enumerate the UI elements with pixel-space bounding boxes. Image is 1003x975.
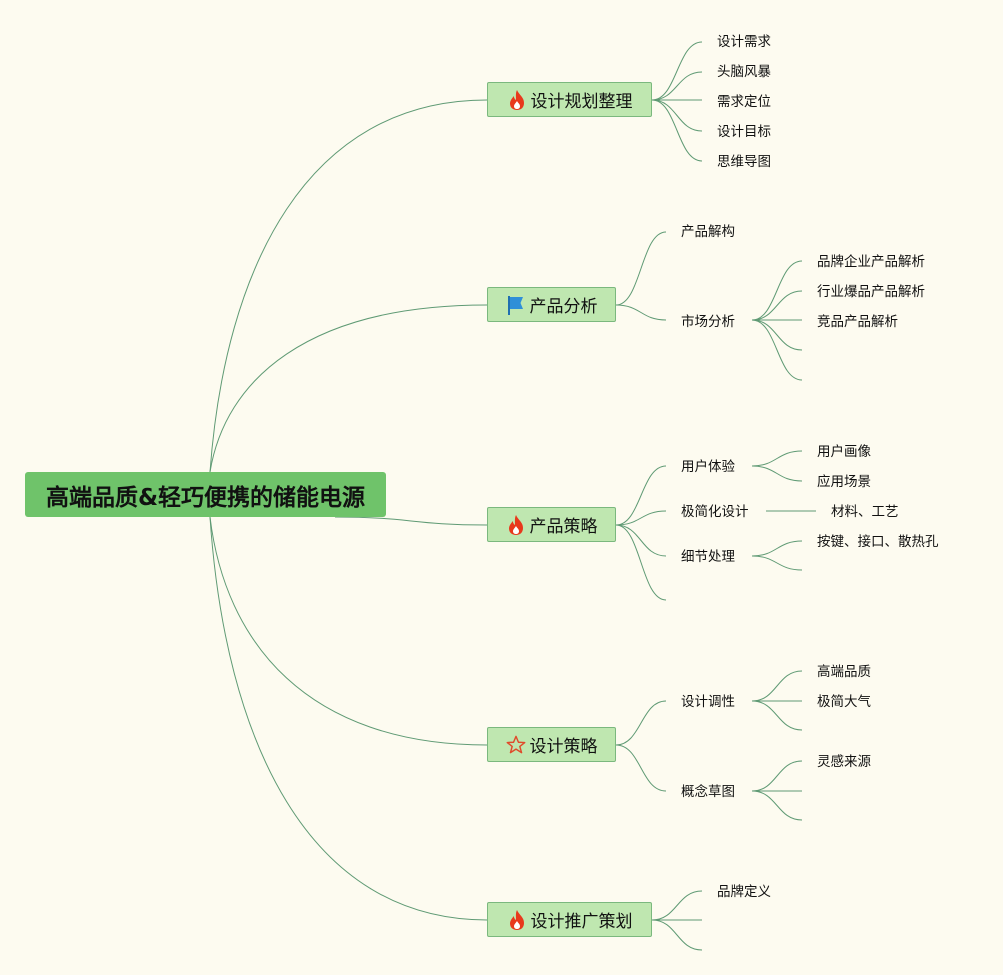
subtopic-user-experience[interactable]: 用户体验 — [681, 459, 735, 475]
connector-line — [751, 319, 803, 381]
connector-line — [615, 304, 667, 321]
connector-line — [615, 524, 667, 557]
connector-line — [751, 540, 803, 557]
connector-line — [209, 99, 488, 473]
leaf-item[interactable]: 应用场景 — [817, 474, 871, 490]
connector-line — [615, 510, 667, 526]
subtopic-product-deconstruct[interactable]: 产品解构 — [681, 224, 735, 240]
leaf-item[interactable]: 设计需求 — [717, 34, 771, 50]
star-icon — [506, 734, 526, 756]
subtopic-design-tone[interactable]: 设计调性 — [681, 694, 735, 710]
connector-line — [651, 919, 703, 951]
connector-line — [751, 760, 803, 792]
branch-product-analysis[interactable]: 产品分析 — [487, 287, 616, 322]
subtopic-detail-handling[interactable]: 细节处理 — [681, 549, 735, 565]
leaf-item[interactable]: 品牌定义 — [717, 884, 771, 900]
central-topic[interactable]: 高端品质&轻巧便携的储能电源 — [25, 472, 386, 517]
subtopic-minimal-design[interactable]: 极简化设计 — [681, 504, 749, 520]
connector-line — [651, 99, 703, 162]
connector-line — [751, 465, 803, 482]
connector-line — [751, 450, 803, 467]
leaf-item[interactable]: 品牌企业产品解析 — [817, 254, 925, 270]
fire-icon — [506, 514, 526, 536]
leaf-item[interactable]: 竞品产品解析 — [817, 314, 898, 330]
connector-line — [651, 99, 703, 132]
leaf-item[interactable]: 灵感来源 — [817, 754, 871, 770]
connector-line — [751, 670, 803, 702]
fire-icon — [507, 89, 527, 111]
leaf-item[interactable]: 思维导图 — [717, 154, 771, 170]
branch-label: 设计策略 — [529, 737, 598, 757]
leaf-item[interactable]: 行业爆品产品解析 — [817, 284, 925, 300]
connector-line — [751, 700, 803, 731]
connector-line — [615, 700, 667, 746]
connector-line — [651, 890, 703, 921]
connector-line — [651, 41, 703, 101]
connector-line — [751, 319, 803, 351]
branch-design-planning[interactable]: 设计规划整理 — [487, 82, 652, 117]
connector-line — [209, 516, 488, 746]
leaf-item[interactable]: 极简大气 — [817, 694, 871, 710]
connector-line — [615, 744, 667, 792]
connector-line — [615, 524, 667, 601]
branch-label: 设计规划整理 — [530, 92, 633, 112]
branch-label: 产品策略 — [529, 517, 598, 537]
connector-line — [751, 260, 803, 321]
connector-line — [209, 516, 488, 921]
leaf-item[interactable]: 材料、工艺 — [831, 504, 899, 520]
leaf-item[interactable]: 头脑风暴 — [717, 64, 771, 80]
connector-line — [615, 465, 667, 526]
leaf-item[interactable]: 设计目标 — [717, 124, 771, 140]
leaf-item[interactable]: 按键、接口、散热孔 — [817, 534, 939, 550]
branch-design-strategy[interactable]: 设计策略 — [487, 727, 616, 762]
leaf-item[interactable]: 用户画像 — [817, 444, 871, 460]
flag-icon — [506, 294, 526, 316]
connector-line — [751, 555, 803, 571]
connector-line — [334, 516, 488, 526]
connector-line — [209, 304, 488, 473]
leaf-item[interactable]: 高端品质 — [817, 664, 871, 680]
subtopic-concept-sketch[interactable]: 概念草图 — [681, 784, 735, 800]
connector-line — [651, 71, 703, 101]
leaf-item[interactable]: 需求定位 — [717, 94, 771, 110]
branch-label: 产品分析 — [529, 297, 598, 317]
branch-product-strategy[interactable]: 产品策略 — [487, 507, 616, 542]
connector-line — [751, 790, 803, 821]
branch-label: 设计推广策划 — [530, 912, 633, 932]
connector-line — [751, 290, 803, 321]
fire-icon — [507, 909, 527, 931]
branch-design-promotion[interactable]: 设计推广策划 — [487, 902, 652, 937]
connector-line — [615, 231, 667, 306]
subtopic-market-analysis[interactable]: 市场分析 — [681, 314, 735, 330]
